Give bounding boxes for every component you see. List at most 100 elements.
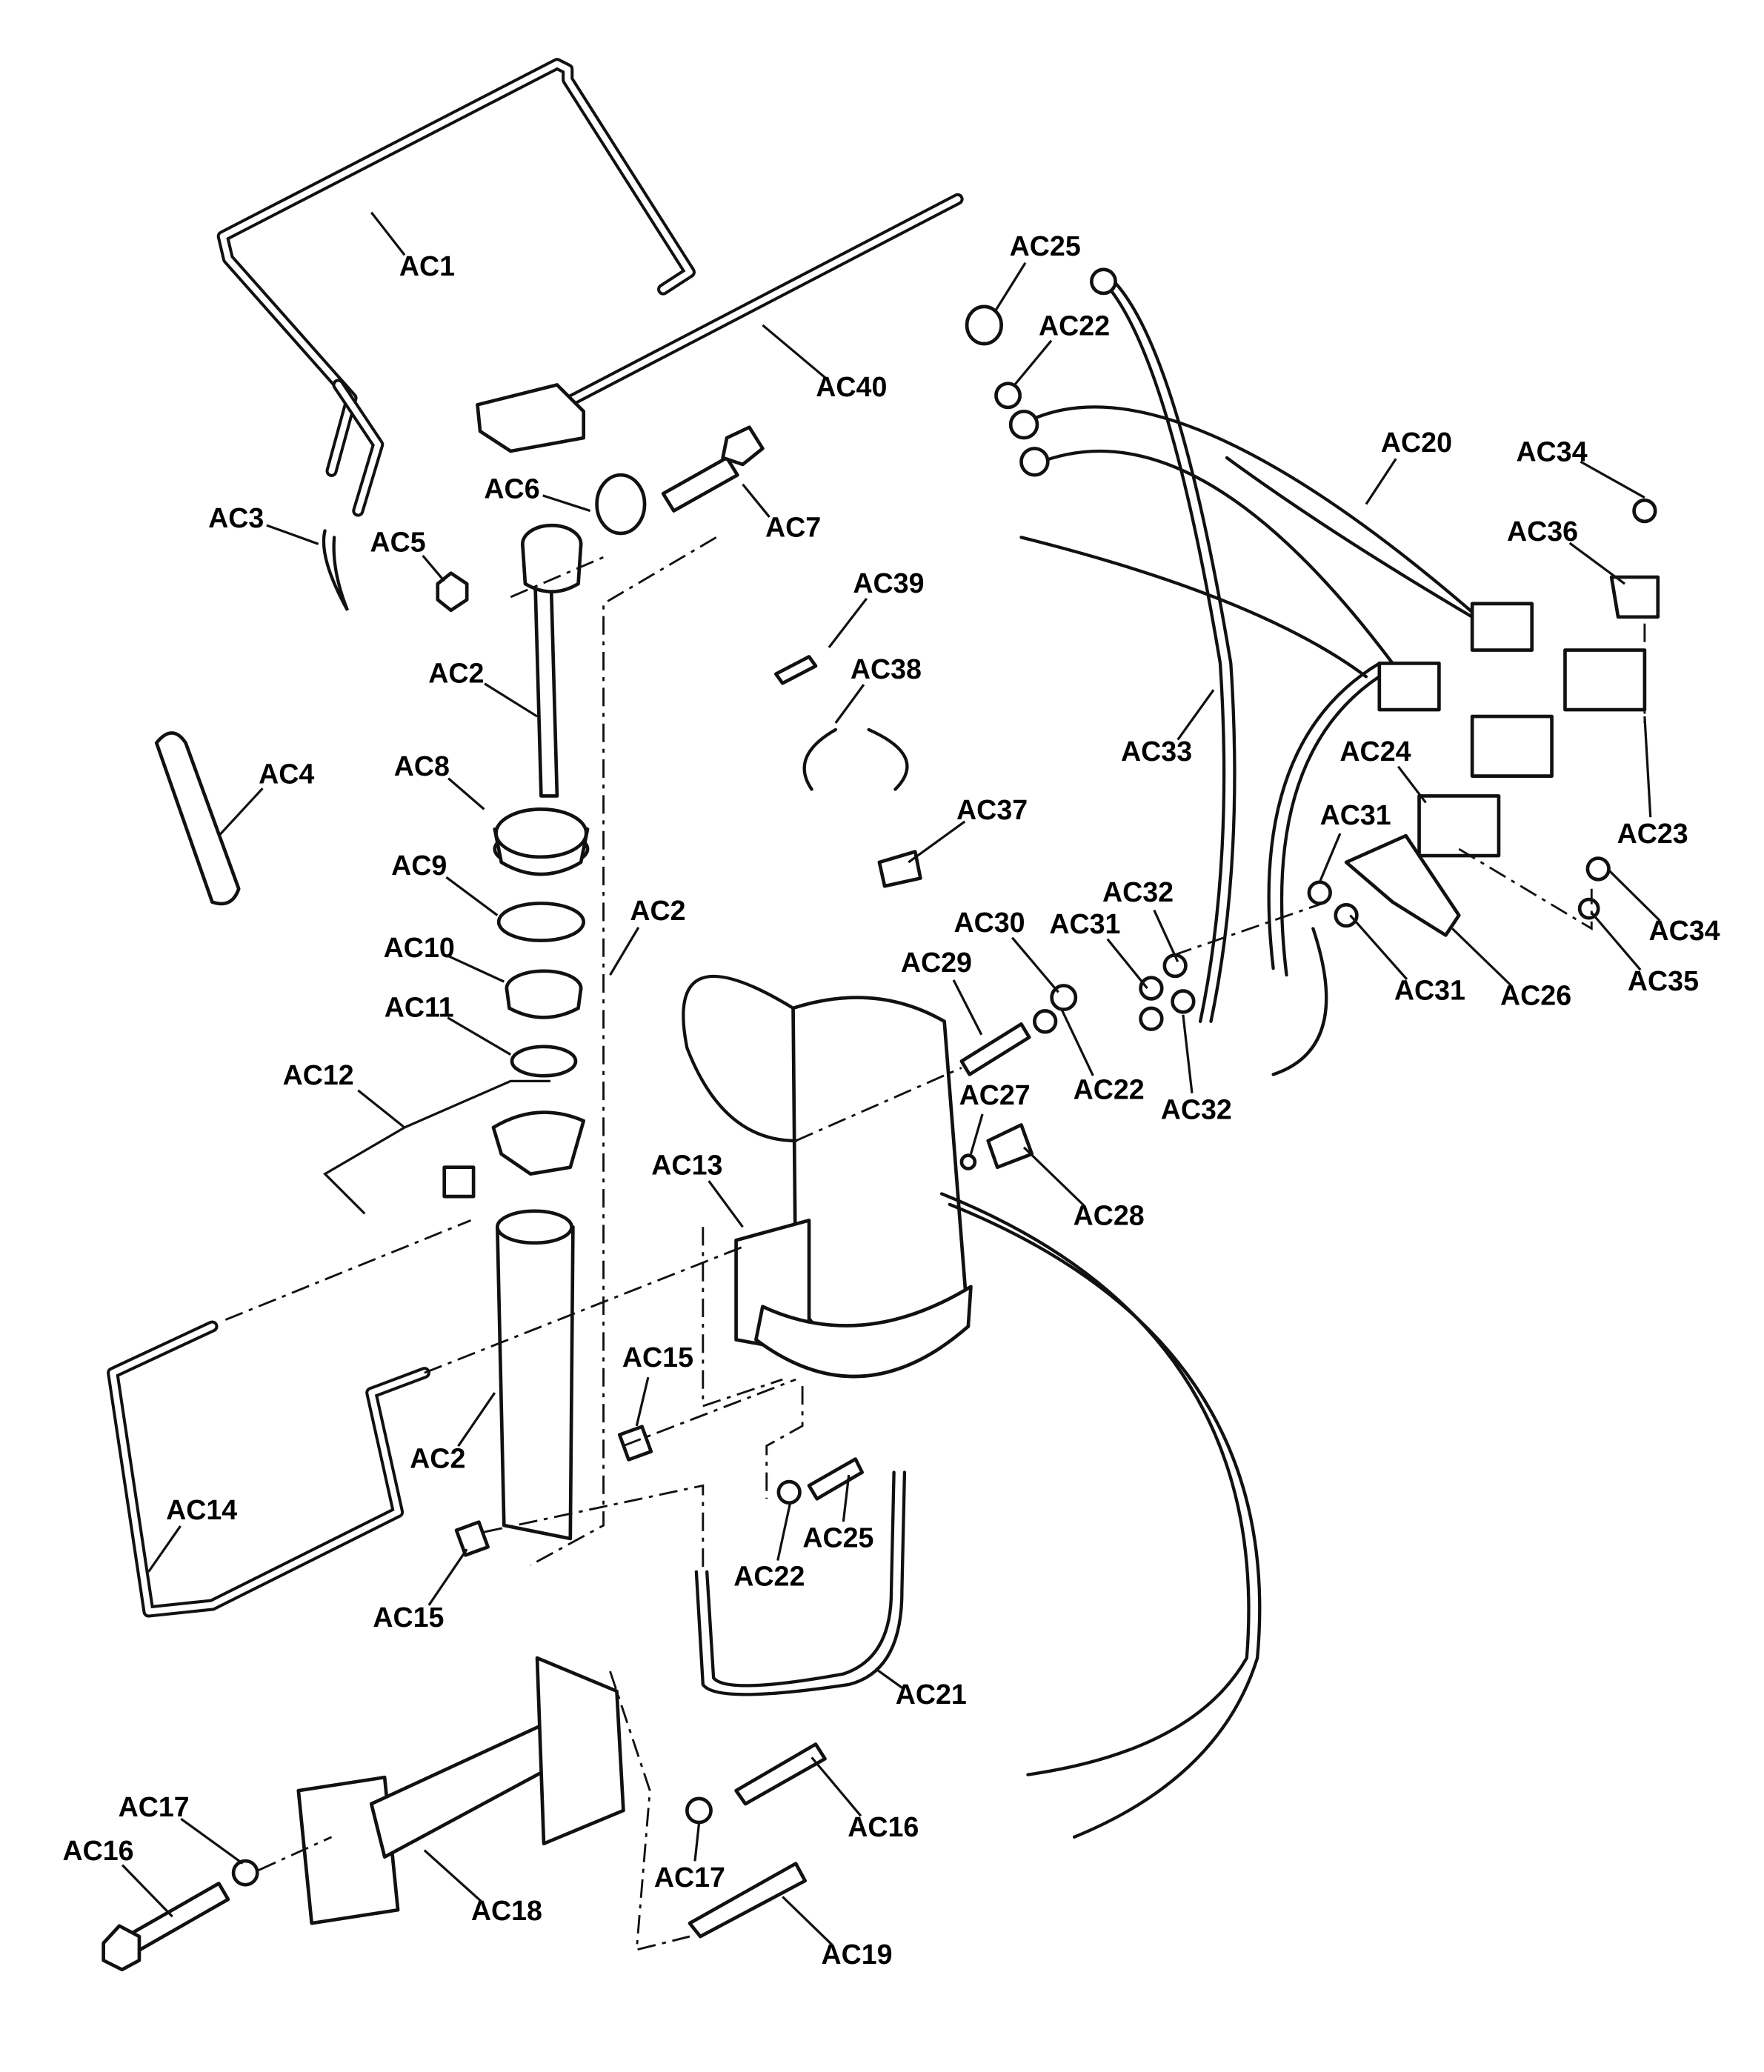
clip-ac38 <box>802 727 909 791</box>
leader-line <box>834 684 865 724</box>
callout-ac18: AC18 <box>471 1895 542 1926</box>
callout-ac14: AC14 <box>166 1494 237 1525</box>
leader-line <box>445 876 499 916</box>
screw-ac34 <box>1585 856 1611 882</box>
screw-ac34-top <box>1632 498 1657 524</box>
callout-ac26: AC26 <box>1500 980 1571 1011</box>
clamp-block-ac12 <box>442 1165 476 1199</box>
clamp-ac12 <box>491 1110 586 1176</box>
leader-line <box>266 524 319 545</box>
leader-line <box>457 1392 496 1448</box>
leader-line <box>708 1180 744 1228</box>
nut-ac5 <box>436 571 469 613</box>
callout-ac34: AC34 <box>1517 436 1588 467</box>
bracket-ac18 <box>296 1656 625 1925</box>
callout-ac2: AC2 <box>630 895 685 926</box>
callout-ac24: AC24 <box>1339 736 1411 767</box>
handle-bar-ac1 <box>216 58 696 517</box>
callout-ac23: AC23 <box>1617 818 1688 849</box>
callout-ac33: AC33 <box>1121 736 1192 767</box>
leader-line <box>370 211 406 256</box>
callout-ac16: AC16 <box>848 1811 919 1842</box>
leader-line <box>1397 765 1427 804</box>
leader-line <box>762 324 827 379</box>
callout-ac2: AC2 <box>410 1442 465 1473</box>
leader-line <box>952 979 983 1036</box>
callout-ac28: AC28 <box>1074 1200 1145 1231</box>
cotter-pin-ac3 <box>322 529 350 611</box>
link-plate-ac4 <box>154 731 241 906</box>
callout-ac35: AC35 <box>1628 965 1699 996</box>
leader-line <box>322 1079 550 1215</box>
callout-ac36: AC36 <box>1507 516 1578 547</box>
switch-ac24 <box>1417 794 1501 858</box>
callout-ac34: AC34 <box>1649 915 1720 946</box>
callout-ac19: AC19 <box>821 1939 892 1970</box>
callout-ac1: AC1 <box>399 250 455 282</box>
leader-line <box>1022 1146 1085 1207</box>
callout-ac11: AC11 <box>385 992 454 1023</box>
callout-ac22: AC22 <box>733 1561 805 1592</box>
leader-line <box>180 1817 244 1865</box>
leader-line <box>994 262 1027 313</box>
bolt-head-ac7 <box>721 425 765 467</box>
callout-ac8: AC8 <box>394 750 450 782</box>
leader-line <box>908 820 966 864</box>
leader-line <box>121 1864 173 1918</box>
bolt-ac7 <box>661 456 739 513</box>
callout-ac15: AC15 <box>373 1602 444 1633</box>
fitting-ac15 <box>617 1425 653 1462</box>
relay-ac23 <box>1563 648 1647 712</box>
connector <box>1470 602 1534 652</box>
callout-ac37: AC37 <box>956 794 1028 825</box>
leader-line <box>1153 909 1179 962</box>
washer-ac35 <box>1577 897 1600 920</box>
cylinder-ac2 <box>496 1225 575 1541</box>
bolt-ac25-lower <box>807 1457 864 1501</box>
leader-line <box>422 554 445 582</box>
callout-ac22: AC22 <box>1074 1074 1145 1105</box>
callout-ac9: AC9 <box>391 850 447 881</box>
leader-line <box>693 1823 701 1862</box>
relay-ac23-2 <box>1470 714 1554 778</box>
callout-ac31: AC31 <box>1394 974 1465 1005</box>
leader-line <box>1059 1007 1094 1076</box>
callout-ac27: AC27 <box>959 1079 1031 1110</box>
callout-ac6: AC6 <box>484 473 539 504</box>
plug-ac39 <box>773 655 818 685</box>
bolt-ac16-right <box>734 1742 827 1806</box>
leader-line <box>447 1016 512 1056</box>
leader-line <box>448 955 505 983</box>
callout-ac17: AC17 <box>119 1791 190 1822</box>
leader-line <box>969 1113 984 1155</box>
leader-line <box>1349 914 1408 981</box>
callout-ac7: AC7 <box>765 512 821 543</box>
leader-line <box>1365 458 1397 505</box>
callout-ac20: AC20 <box>1381 427 1452 458</box>
callout-ac12: AC12 <box>283 1059 354 1090</box>
leader-line <box>874 1668 904 1690</box>
leader-line <box>1451 927 1513 987</box>
callout-ac2: AC2 <box>428 657 484 688</box>
callout-ac32: AC32 <box>1161 1093 1232 1125</box>
bracket-ac26 <box>1344 833 1461 937</box>
release-rod-ac40 <box>476 193 964 453</box>
leader-line <box>742 483 770 518</box>
fitting-ac15-lower <box>454 1520 490 1557</box>
leader-line <box>1318 833 1342 883</box>
fitting-ac28 <box>986 1123 1034 1170</box>
callout-ac30: AC30 <box>953 907 1025 938</box>
callout-ac29: AC29 <box>901 947 972 978</box>
motor-pump-ac13 <box>682 974 973 1379</box>
bushing-ac6 <box>595 473 647 536</box>
cylinder-cap-stack <box>493 807 590 1078</box>
callout-ac15: AC15 <box>622 1342 693 1373</box>
bracket-ac36 <box>1609 575 1660 619</box>
leader-line <box>484 682 538 718</box>
callout-ac25: AC25 <box>1010 230 1081 262</box>
leader-line <box>1014 339 1053 386</box>
callout-ac38: AC38 <box>851 653 922 684</box>
callout-ac22: AC22 <box>1039 310 1110 341</box>
